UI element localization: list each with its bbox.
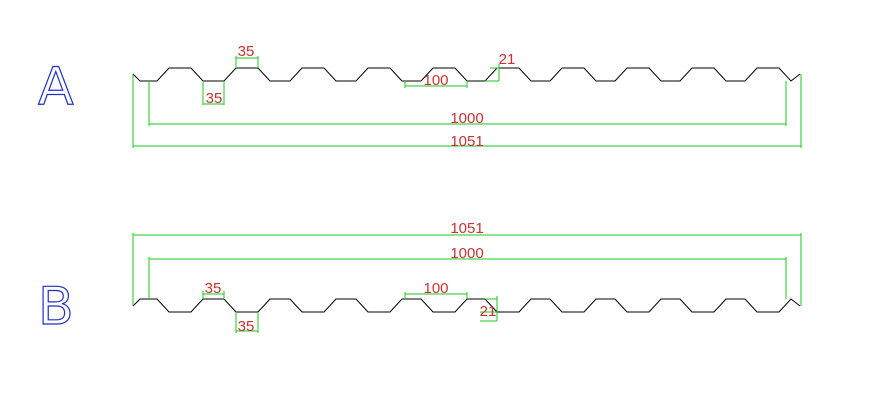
drawing-a-pitch-dimension: 100 bbox=[404, 72, 468, 89]
drawing-b-pitch-label: 100 bbox=[423, 280, 448, 297]
drawing-a-overall-dimension: 1051 bbox=[132, 74, 802, 150]
drawing-b-overall-dimension: 1051 bbox=[132, 220, 802, 306]
drawing-a-profile bbox=[132, 67, 801, 82]
drawing-b-height-dimension: 21 bbox=[480, 296, 498, 322]
drawing-a: A 1051 1000 35 35 100 bbox=[37, 43, 802, 150]
drawing-b-cover-dimension: 1000 bbox=[148, 245, 787, 299]
drawing-a-cover-width-label: 1000 bbox=[450, 110, 483, 127]
drawing-a-cover-dimension: 1000 bbox=[148, 81, 787, 127]
drawing-a-height-label: 21 bbox=[499, 51, 516, 68]
drawing-b-rib-bottom-dimension: 35 bbox=[235, 312, 259, 335]
drawing-b-letter: B bbox=[38, 277, 74, 337]
drawing-a-pitch-label: 100 bbox=[423, 72, 448, 89]
drawing-b-rib-bottom-label: 35 bbox=[238, 318, 255, 335]
drawing-a-letter: A bbox=[38, 57, 74, 117]
drawing-a-rib-top-dimension: 35 bbox=[235, 43, 259, 68]
drawing-b-pitch-dimension: 100 bbox=[404, 280, 468, 299]
drawing-a-rib-bottom-dimension: 35 bbox=[202, 81, 225, 107]
drawing-a-rib-top-label: 35 bbox=[238, 43, 255, 60]
drawing-b-cover-width-label: 1000 bbox=[450, 245, 483, 262]
drawing-b-height-label: 21 bbox=[480, 303, 497, 320]
drawing-b: B 1051 1000 35 35 100 bbox=[37, 220, 802, 338]
drawing-b-profile bbox=[132, 298, 801, 313]
drawing-b-overall-width-label: 1051 bbox=[450, 220, 483, 237]
drawing-b-rib-top-dimension: 35 bbox=[202, 280, 225, 299]
drawing-a-rib-bottom-label: 35 bbox=[206, 90, 223, 107]
drawing-b-rib-top-label: 35 bbox=[205, 280, 222, 297]
drawing-a-height-dimension: 21 bbox=[485, 51, 516, 82]
drawing-a-overall-width-label: 1051 bbox=[450, 133, 483, 150]
